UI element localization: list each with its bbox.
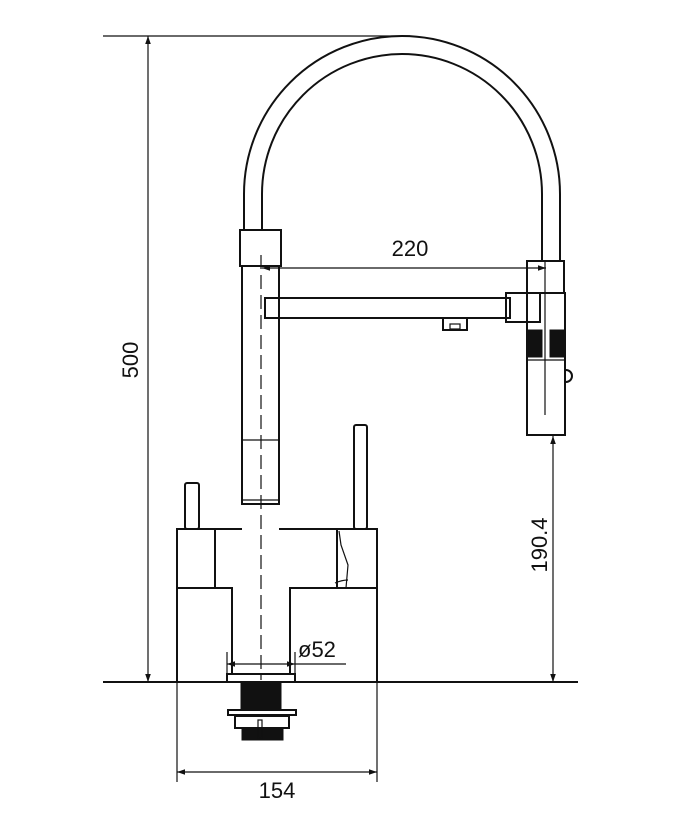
mixer-lever [353,424,368,530]
faucet-column [239,229,282,680]
faucet-body [176,528,378,682]
dimension-clearance: 190.4 [527,436,556,682]
reach-label: 220 [392,236,429,261]
handles [184,424,368,530]
filtered-water-handle [184,482,200,530]
clearance-label: 190.4 [527,517,552,572]
dimension-hole-diameter: ø52 [226,637,346,673]
spray-head [526,260,573,436]
dimension-reach: 220 [262,236,546,271]
gooseneck-hose [243,35,561,261]
hole-diameter-label: ø52 [298,637,336,662]
base-width-label: 154 [259,778,296,803]
thread-grip [526,329,566,358]
dimension-height: 500 [118,36,151,682]
spout-arm [264,292,541,331]
mounting-hardware [226,673,297,741]
reference-lines [103,35,578,683]
height-label: 500 [118,342,143,379]
dimension-base-width: 154 [176,682,378,803]
